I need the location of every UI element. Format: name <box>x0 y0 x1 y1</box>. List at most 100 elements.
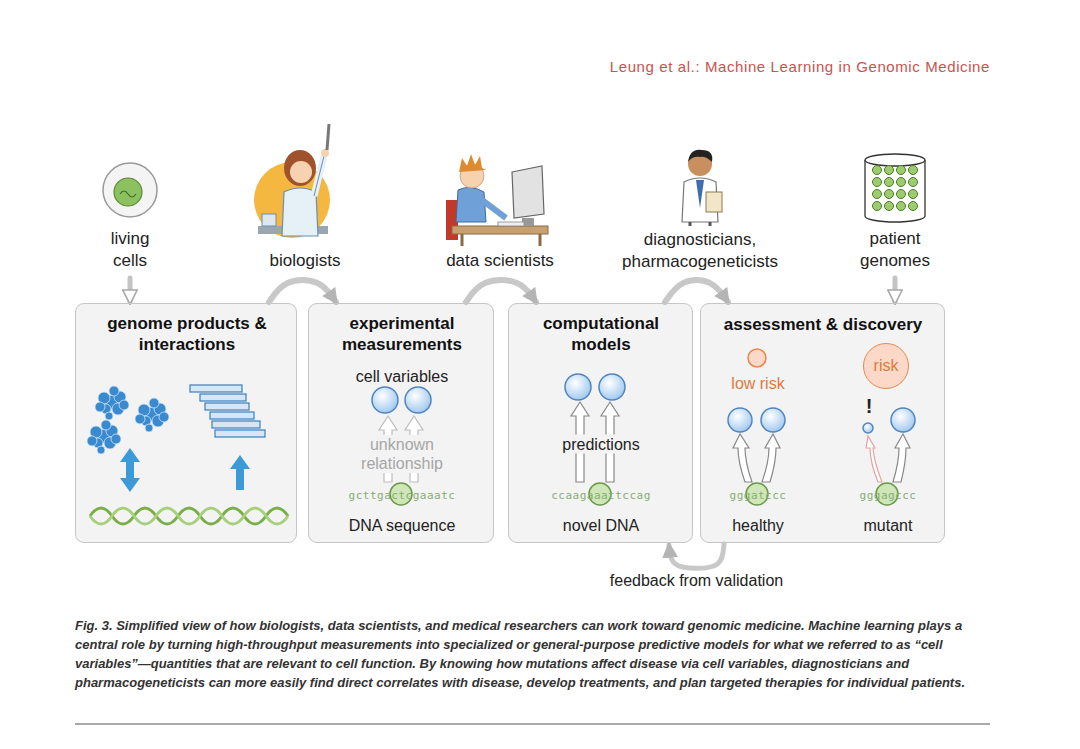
panel-heading: computational models <box>526 313 676 355</box>
node-label: risk <box>874 357 899 375</box>
cell-variable-circle <box>599 374 625 400</box>
genome-plate-icon <box>871 164 919 212</box>
data-scientist-icon <box>461 234 464 246</box>
stage-panel: assessment & discoverylow risk!gggatccch… <box>700 303 945 543</box>
outline-arrow <box>893 434 910 482</box>
genome-plate-icon <box>865 154 925 222</box>
role-label: diagnosticians, pharmacogeneticists <box>605 229 795 273</box>
panel-label: low risk <box>731 374 784 393</box>
interaction-arrow <box>120 448 250 492</box>
protein-complexes <box>87 386 169 454</box>
diagnostician-icon <box>688 150 712 162</box>
handoff-arrow <box>466 280 536 302</box>
transcript-bars <box>190 385 265 437</box>
panel-label: healthy <box>732 516 784 535</box>
cell-icon <box>103 163 157 217</box>
diagnostician-icon <box>696 180 704 208</box>
dna-sequence: gggatccc <box>730 489 787 502</box>
diagnostician-icon <box>689 222 692 226</box>
icon-label-node: living cells <box>95 228 165 272</box>
biologist-icon <box>314 156 324 196</box>
diagnostician-icon <box>682 150 722 226</box>
figure-caption: Fig. 3. Simplified view of how biologist… <box>75 616 990 692</box>
panel-ground <box>508 303 693 543</box>
dna-helix <box>90 508 288 524</box>
input-arrow <box>128 278 133 302</box>
panel-label: predictions <box>562 435 639 454</box>
protein-complexes <box>87 420 121 454</box>
role-label: biologists <box>270 250 341 272</box>
panel-label: DNA sequence <box>349 516 456 535</box>
data-scientist-icon <box>539 234 542 246</box>
panel-label: novel DNA <box>563 516 639 535</box>
dna-helix <box>90 508 288 524</box>
running-header: Leung et al.: Machine Learning in Genomi… <box>0 58 990 75</box>
low-risk-dot <box>748 349 766 367</box>
cell-variable-circle <box>891 408 915 432</box>
outline-arrow <box>866 436 882 482</box>
biologist-icon <box>327 124 329 150</box>
panel-heading: assessment & discovery <box>706 314 941 335</box>
biologist-icon <box>290 161 312 183</box>
cell-variable-circle <box>728 408 752 432</box>
caption-rule <box>75 724 990 725</box>
genome-plate-icon <box>865 160 925 222</box>
handoff-arrow <box>665 280 728 302</box>
cell-variable-circle <box>863 423 873 433</box>
biologist-icon <box>321 149 329 157</box>
transcript-bars <box>215 430 265 437</box>
stage-panel: genome products & interactions <box>75 303 297 543</box>
data-scientist-icon <box>512 166 544 218</box>
risk-circle: risk <box>863 343 909 389</box>
dna-sequence: gcttgactcgaaatc <box>349 489 456 502</box>
data-scientist-icon <box>482 200 506 218</box>
cell-variable-circle <box>761 408 785 432</box>
interaction-arrow <box>120 448 140 492</box>
cell-icon <box>114 178 142 206</box>
panel-label: unknown relationship <box>342 435 462 473</box>
data-scientist-icon <box>456 187 486 222</box>
data-scientist-icon <box>452 226 548 234</box>
edge-label: feedback from validation <box>607 572 786 590</box>
panel-label: mutant <box>864 516 913 535</box>
cell-variable-circle <box>565 374 591 400</box>
diagnostician-icon <box>709 222 712 226</box>
transcript-bars <box>205 403 249 410</box>
panel-ground <box>700 303 945 543</box>
stage-panel: computational models predictions ccaagaaat… <box>508 303 693 543</box>
dna-site-circle <box>390 483 898 505</box>
stage-panel: experimental measurementscell variablesu… <box>308 303 494 543</box>
node-label: living cells <box>95 228 165 272</box>
transcript-bars <box>212 421 260 428</box>
transcript-bars <box>190 385 242 392</box>
dna-sequence: ccaagaaattccag <box>551 489 651 502</box>
dna-sequence: gggagccc <box>860 489 917 502</box>
feedback-arrow <box>669 544 724 568</box>
biologist-icon <box>314 156 324 196</box>
transcript-bars <box>210 412 254 419</box>
biologist-icon <box>254 124 330 238</box>
dna-helix <box>90 508 288 524</box>
cell-variable-circle <box>372 374 915 433</box>
transcript-bars <box>200 394 246 401</box>
data-scientist-icon <box>459 154 486 172</box>
interaction-arrow <box>230 455 250 490</box>
protein-complexes <box>135 398 169 432</box>
biologist-icon <box>284 150 316 186</box>
outline-arrow <box>733 434 752 482</box>
data-scientist-icon <box>446 154 548 246</box>
data-scientist-icon <box>498 222 524 226</box>
panel-ground <box>75 303 945 543</box>
cell-variable-circle <box>405 387 431 413</box>
node-label: patient genomes <box>852 228 938 272</box>
panel-ground <box>308 303 494 543</box>
panel-ground <box>75 303 297 543</box>
cell-icon <box>120 191 136 197</box>
panel-heading: experimental measurements <box>322 313 482 355</box>
panel-heading: genome products & interactions <box>87 313 287 355</box>
cell-variable-circle <box>372 387 398 413</box>
diagnostician-icon <box>706 192 722 212</box>
